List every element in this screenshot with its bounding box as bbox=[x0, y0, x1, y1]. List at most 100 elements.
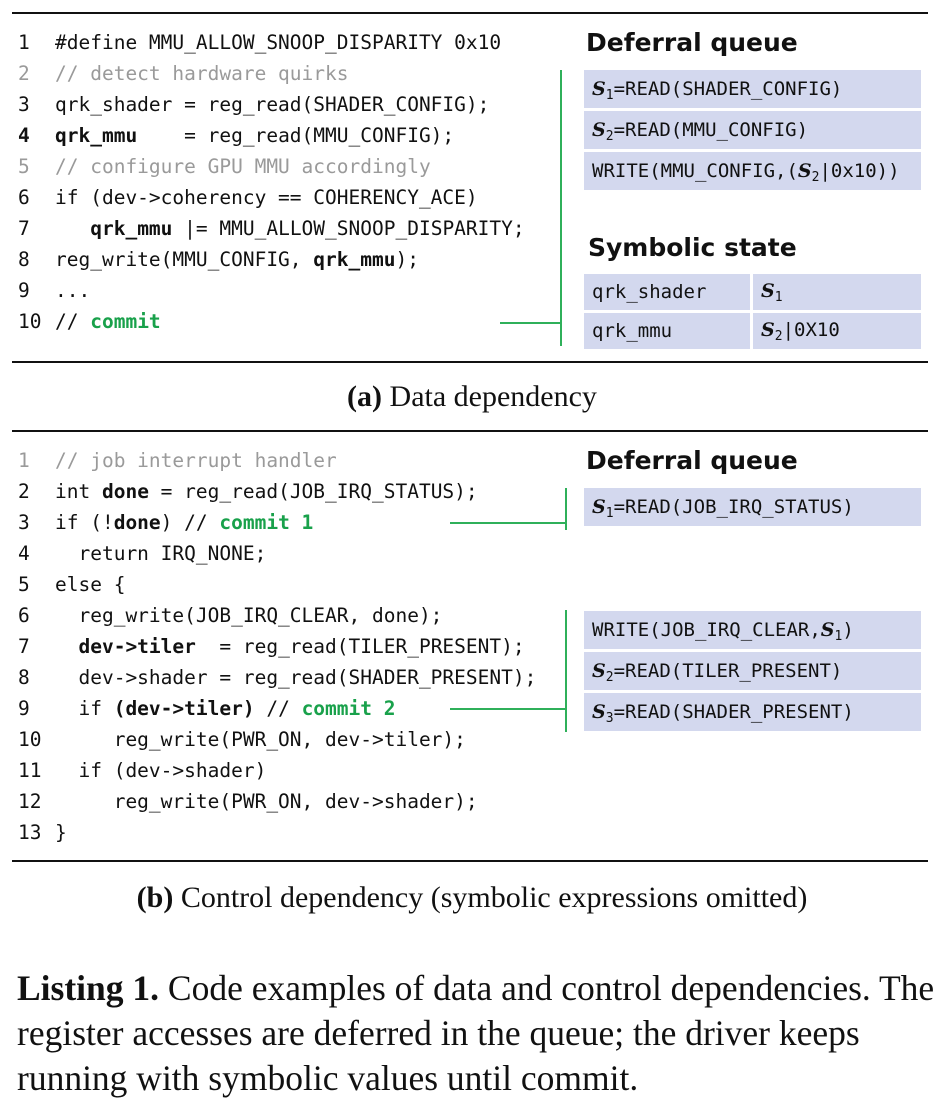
queue-text: |0x10)) bbox=[819, 160, 900, 182]
code-text: #define MMU_ALLOW_SNOOP_DISPARITY 0x10 bbox=[55, 27, 501, 58]
queue-text: WRITE(MMU_CONFIG,( bbox=[592, 160, 798, 182]
queue-text: WRITE(JOB_IRQ_CLEAR, bbox=[592, 619, 821, 641]
code-token: commit 2 bbox=[301, 697, 396, 720]
symbol-subscript: 2 bbox=[605, 670, 614, 685]
code-text: qrk_mmu = reg_read(MMU_CONFIG); bbox=[55, 120, 454, 151]
line-number: 5 bbox=[18, 573, 30, 596]
line-number: 9 bbox=[18, 279, 30, 302]
queue-entry: S1=READ(SHADER_CONFIG) bbox=[584, 70, 921, 108]
symbol-subscript: 2 bbox=[774, 328, 783, 344]
queue-entry: S3=READ(SHADER_PRESENT) bbox=[584, 693, 921, 731]
code-token: dev->tiler bbox=[78, 635, 196, 658]
code-token: if (! bbox=[55, 511, 114, 534]
state-value: S1 bbox=[750, 274, 921, 310]
line-number: 7 bbox=[18, 217, 30, 240]
line-number: 12 bbox=[18, 790, 42, 813]
line-number: 13 bbox=[18, 821, 42, 844]
symbol: S bbox=[592, 78, 606, 100]
code-text: // configure GPU MMU accordingly bbox=[55, 151, 431, 182]
symbol: S bbox=[592, 701, 606, 723]
line-number: 10 bbox=[18, 310, 42, 333]
code-token: = reg_read(TILER_PRESENT); bbox=[195, 635, 525, 658]
connector-horizontal-a bbox=[500, 322, 562, 324]
symbol-subscript: 1 bbox=[834, 629, 843, 644]
code-text: // detect hardware quirks bbox=[55, 58, 349, 89]
symbol: S bbox=[592, 119, 606, 141]
code-token: int bbox=[55, 480, 102, 503]
code-token: qrk_shader = reg_read(SHADER_CONFIG); bbox=[55, 93, 490, 116]
deferral-queue-title-a: Deferral queue bbox=[586, 28, 798, 57]
queue-text: =READ(SHADER_CONFIG) bbox=[613, 78, 843, 100]
line-number: 2 bbox=[18, 480, 30, 503]
symbol: S bbox=[761, 318, 775, 341]
connector-horizontal-b1 bbox=[450, 522, 567, 524]
code-token: qrk_mmu bbox=[90, 217, 173, 240]
code-text: else { bbox=[55, 569, 125, 600]
code-text: return IRQ_NONE; bbox=[55, 538, 266, 569]
code-token: #define MMU_ALLOW_SNOOP_DISPARITY 0x10 bbox=[55, 31, 502, 54]
code-text: // commit bbox=[55, 306, 161, 337]
code-token: reg_write(MMU_CONFIG, bbox=[55, 248, 314, 271]
code-text: dev->shader = reg_read(SHADER_PRESENT); bbox=[55, 662, 536, 693]
code-token: qrk_mmu bbox=[55, 124, 138, 147]
code-token: ) // bbox=[160, 511, 220, 534]
queue-text: =READ(TILER_PRESENT) bbox=[613, 660, 843, 682]
code-token: if (dev->shader) bbox=[55, 759, 267, 782]
symbol-subscript: 1 bbox=[605, 506, 614, 521]
symbol-subscript: 1 bbox=[774, 289, 783, 305]
code-text: reg_write(MMU_CONFIG, qrk_mmu); bbox=[55, 244, 419, 275]
top-rule bbox=[12, 12, 928, 14]
code-token: done bbox=[113, 511, 161, 534]
queue-text: ) bbox=[842, 619, 854, 641]
code-token: // job interrupt handler bbox=[55, 449, 337, 472]
connector-horizontal-b2 bbox=[450, 708, 567, 710]
deferral-queue-title-b: Deferral queue bbox=[586, 446, 798, 475]
queue-text: |0X10 bbox=[782, 318, 840, 341]
symbol: S bbox=[820, 619, 835, 641]
symbol-subscript: 2 bbox=[605, 129, 614, 144]
symbol-subscript: 2 bbox=[811, 170, 820, 185]
code-token: reg_write(PWR_ON, dev->shader); bbox=[55, 790, 478, 813]
code-token bbox=[55, 217, 90, 240]
code-text: ... bbox=[55, 275, 90, 306]
code-token: else { bbox=[55, 573, 126, 596]
queue-entry: S1=READ(JOB_IRQ_STATUS) bbox=[584, 488, 921, 526]
code-text: qrk_mmu |= MMU_ALLOW_SNOOP_DISPARITY; bbox=[55, 213, 524, 244]
rule-b-top bbox=[12, 430, 928, 432]
code-token: // bbox=[55, 310, 91, 333]
symbol-subscript: 1 bbox=[605, 88, 614, 103]
code-token: // bbox=[254, 697, 302, 720]
code-token: = reg_read(JOB_IRQ_STATUS); bbox=[148, 480, 478, 503]
code-text: reg_write(JOB_IRQ_CLEAR, done); bbox=[55, 600, 442, 631]
connector-vertical-a bbox=[560, 70, 562, 346]
queue-entry: WRITE(JOB_IRQ_CLEAR,S1) bbox=[584, 611, 921, 649]
line-number: 5 bbox=[18, 155, 30, 178]
code-token: (dev->tiler) bbox=[113, 697, 255, 720]
line-number: 7 bbox=[18, 635, 30, 658]
code-token: qrk_mmu bbox=[313, 248, 396, 271]
code-text: if (dev->shader) bbox=[55, 755, 266, 786]
state-value: S2|0X10 bbox=[750, 313, 921, 349]
code-token bbox=[55, 635, 78, 658]
code-token: dev->shader = reg_read(SHADER_PRESENT); bbox=[55, 666, 537, 689]
symbol-subscript: 3 bbox=[605, 711, 614, 726]
line-number: 8 bbox=[18, 666, 30, 689]
code-text: // job interrupt handler bbox=[55, 445, 337, 476]
caption-a: (a) Data dependency bbox=[347, 380, 597, 413]
state-variable: qrk_mmu bbox=[584, 313, 750, 349]
code-token: reg_write(PWR_ON, dev->tiler); bbox=[55, 728, 466, 751]
line-number: 11 bbox=[18, 759, 42, 782]
code-token: reg_write(JOB_IRQ_CLEAR, done); bbox=[55, 604, 443, 627]
queue-entry: WRITE(MMU_CONFIG,(S2|0x10)) bbox=[584, 152, 921, 190]
connector-vertical-b1 bbox=[565, 488, 567, 530]
queue-text: =READ(JOB_IRQ_STATUS) bbox=[613, 496, 854, 518]
code-text: if (dev->coherency == COHERENCY_ACE) bbox=[55, 182, 478, 213]
line-number: 8 bbox=[18, 248, 30, 271]
line-number: 6 bbox=[18, 186, 30, 209]
code-token: = reg_read(MMU_CONFIG); bbox=[137, 124, 455, 147]
code-token: commit bbox=[90, 310, 161, 333]
line-number: 6 bbox=[18, 604, 30, 627]
line-number: 9 bbox=[18, 697, 30, 720]
state-variable: qrk_shader bbox=[584, 274, 750, 310]
